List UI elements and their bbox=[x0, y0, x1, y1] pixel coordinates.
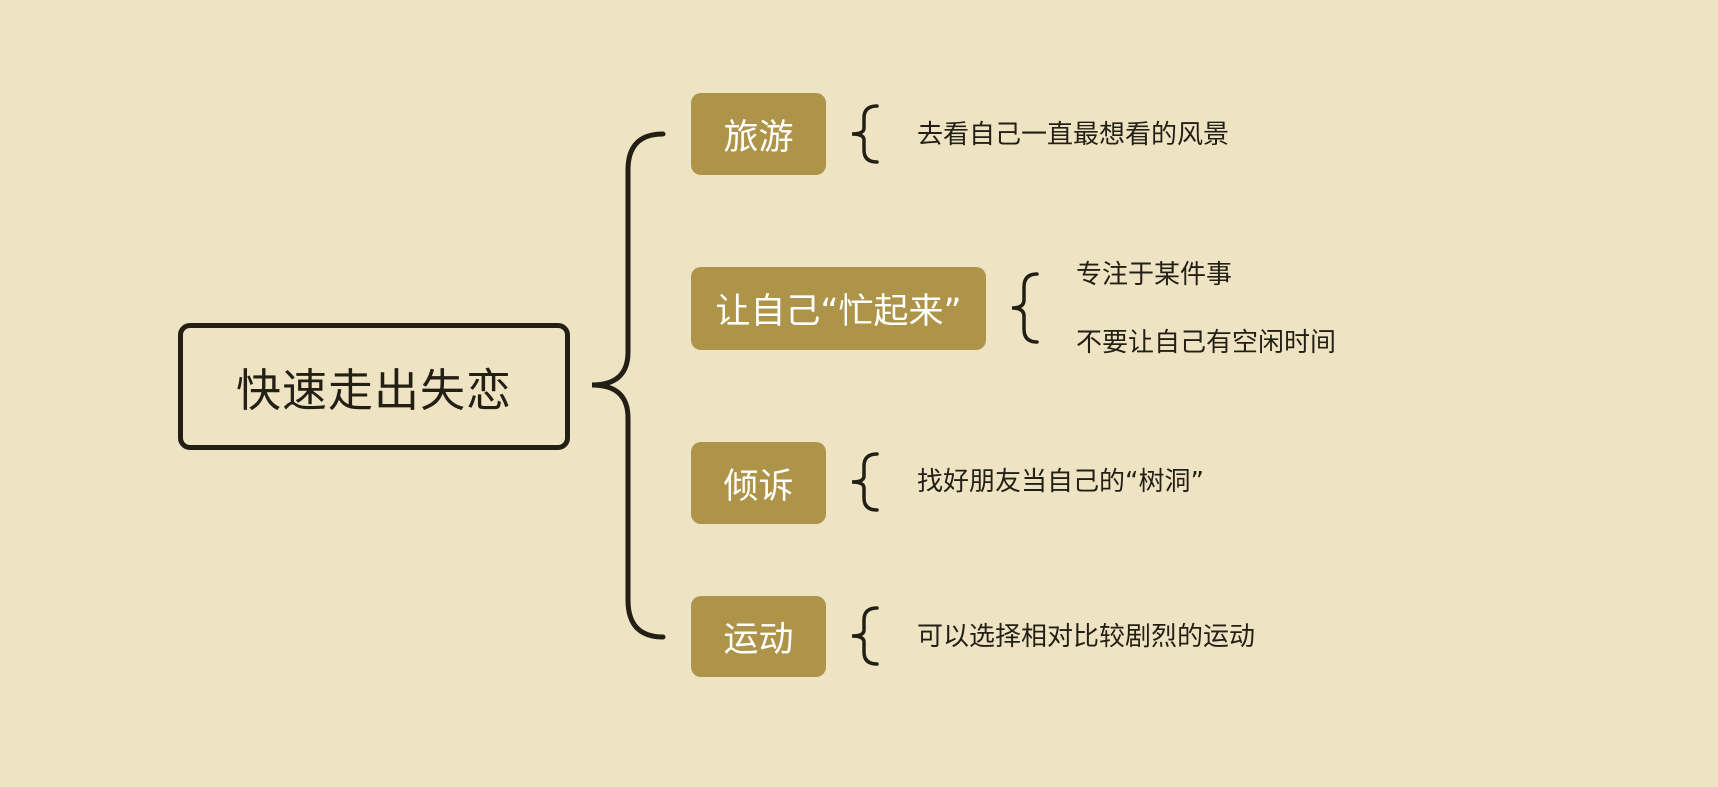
branch-sport[interactable]: 运动 bbox=[691, 596, 826, 677]
bracket-confide bbox=[851, 452, 879, 512]
root-topic-label: 快速走出失恋 bbox=[235, 364, 512, 417]
bracket-sport bbox=[851, 606, 879, 666]
main-bracket bbox=[591, 131, 666, 640]
branch-label: 运动 bbox=[723, 620, 794, 660]
bracket-busy bbox=[1011, 272, 1039, 344]
branch-label: 倾诉 bbox=[723, 466, 794, 507]
leaf-sport-intense[interactable]: 可以选择相对比较剧烈的运动 bbox=[917, 622, 1256, 652]
leaf-busy-focus[interactable]: 专注于某件事 bbox=[1076, 260, 1233, 290]
root-topic[interactable]: 快速走出失恋 bbox=[178, 323, 570, 450]
leaf-travel-scenery[interactable]: 去看自己一直最想看的风景 bbox=[917, 120, 1230, 150]
leaf-busy-no-idle[interactable]: 不要让自己有空闲时间 bbox=[1076, 328, 1337, 358]
branch-label: 旅游 bbox=[723, 117, 794, 158]
branch-busy[interactable]: 让自己“忙起来” bbox=[691, 267, 986, 350]
leaf-confide-friend[interactable]: 找好朋友当自己的“树洞” bbox=[917, 467, 1204, 497]
branch-confide[interactable]: 倾诉 bbox=[691, 442, 826, 524]
bracket-travel bbox=[851, 104, 879, 164]
branch-label: 让自己“忙起来” bbox=[715, 292, 962, 332]
branch-travel[interactable]: 旅游 bbox=[691, 93, 826, 175]
